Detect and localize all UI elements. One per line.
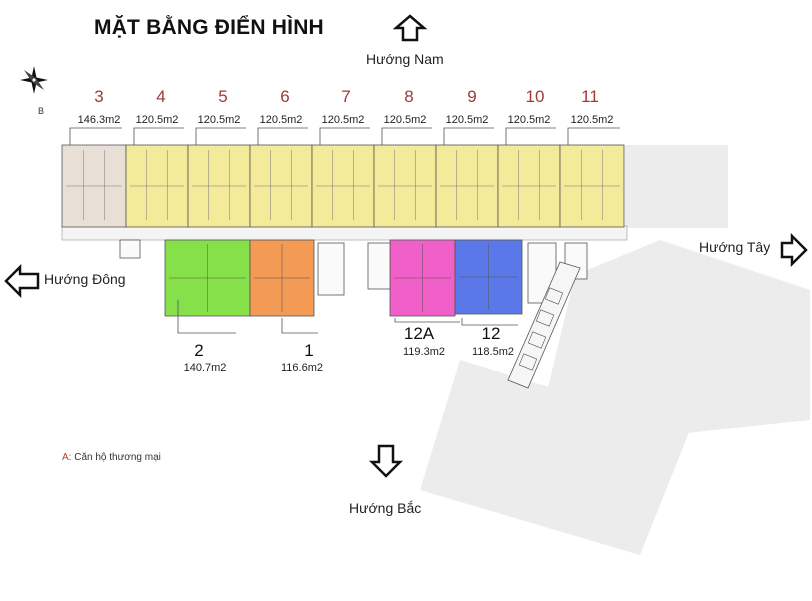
unit-number: 3 xyxy=(94,87,104,106)
page-title: MẶT BẰNG ĐIỂN HÌNH xyxy=(94,16,324,39)
leader-unit-7 xyxy=(319,127,370,145)
unit-area: 120.5m2 xyxy=(570,114,614,126)
leader-unit-11 xyxy=(567,127,620,145)
leader-unit-9 xyxy=(443,127,494,145)
bottom-units-group xyxy=(164,239,523,317)
leader-unit-5 xyxy=(195,127,246,145)
stair-core-1 xyxy=(119,239,141,259)
unit-area: 146.3m2 xyxy=(77,114,121,126)
leader-unit-4 xyxy=(133,127,184,145)
west-arrow-icon xyxy=(780,232,808,268)
unit-number: 5 xyxy=(218,87,228,106)
unit-number: 9 xyxy=(467,87,477,106)
leader-unit-6 xyxy=(257,127,308,145)
unit-area: 120.5m2 xyxy=(197,114,241,126)
leader-unit-12 xyxy=(461,318,518,326)
unit-number: 1 xyxy=(304,341,314,360)
east-direction-label: Hướng Đông xyxy=(44,271,126,287)
unit-area: 116.6m2 xyxy=(281,362,323,374)
unit-number: 4 xyxy=(156,87,166,106)
leader-unit-12a xyxy=(394,318,460,323)
legend-text: : Căn hộ thương mại xyxy=(68,452,161,463)
unit-area: 120.5m2 xyxy=(259,114,303,126)
unit-area: 140.7m2 xyxy=(183,362,227,374)
unit-area: 120.5m2 xyxy=(383,114,427,126)
unit-area: 120.5m2 xyxy=(507,114,551,126)
south-direction-label: Hướng Nam xyxy=(366,51,444,67)
unit-number: 11 xyxy=(581,87,599,106)
legend: A: Căn hộ thương mại xyxy=(62,452,161,463)
east-arrow-icon xyxy=(4,263,40,299)
west-direction-label: Hướng Tây xyxy=(699,239,771,255)
lift-core-1 xyxy=(317,242,345,296)
leader-unit-1 xyxy=(281,318,318,334)
north-arrow-icon xyxy=(368,444,404,478)
unit-number: 7 xyxy=(341,87,351,106)
adjacent-block-south-east xyxy=(545,240,810,440)
unit-number: 10 xyxy=(525,87,545,106)
unit-area: 120.5m2 xyxy=(135,114,179,126)
leader-unit-8 xyxy=(381,127,432,145)
unit-number: 12A xyxy=(403,324,435,343)
north-direction-label: Hướng Bắc xyxy=(349,500,422,516)
lift-core-2 xyxy=(367,242,391,290)
unit-number: 8 xyxy=(404,87,414,106)
unit-area: 118.5m2 xyxy=(472,346,514,358)
adjacent-block-east xyxy=(625,145,728,228)
south-arrow-icon xyxy=(392,14,428,42)
unit-area: 119.3m2 xyxy=(403,346,445,358)
compass-icon xyxy=(20,66,48,94)
unit-area: 120.5m2 xyxy=(445,114,489,126)
unit-number: 2 xyxy=(194,341,204,360)
corridor xyxy=(61,225,628,241)
leader-unit-10 xyxy=(505,127,556,145)
unit-number: 12 xyxy=(481,324,501,343)
adjacent-block-north xyxy=(420,360,690,555)
compass-label: B xyxy=(38,106,45,116)
leader-unit-2 xyxy=(177,300,236,334)
unit-area: 120.5m2 xyxy=(321,114,365,126)
diagonal-wing xyxy=(507,261,581,389)
leader-unit-3 xyxy=(69,127,122,145)
top-units-group xyxy=(61,144,625,228)
legend-key: A xyxy=(62,452,69,463)
unit-number: 6 xyxy=(280,87,290,106)
